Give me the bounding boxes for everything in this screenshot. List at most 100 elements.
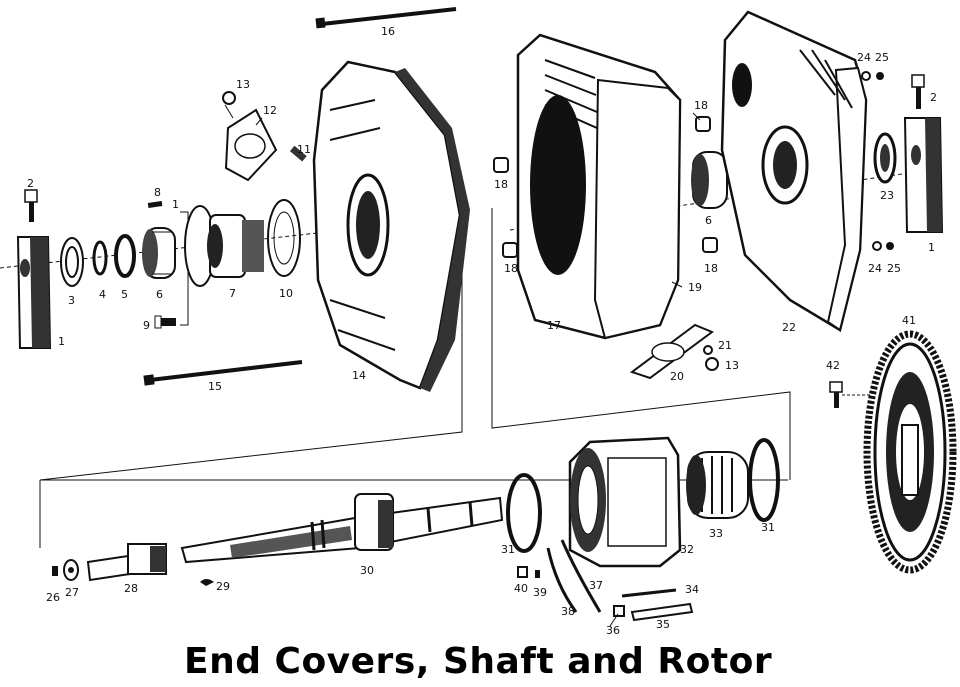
- part-29-key: [200, 579, 214, 586]
- label-36: 36: [606, 624, 620, 637]
- part-8-pin: [147, 201, 163, 208]
- part-4-circlip: [92, 240, 108, 276]
- part-27-nut: [63, 559, 79, 581]
- label-41: 41: [902, 314, 916, 327]
- label-22: 22: [782, 321, 796, 334]
- part-9-screw: [154, 315, 176, 329]
- part-15-long-bolt: [143, 360, 303, 386]
- part-34-vane: [621, 588, 677, 598]
- part-35-vane: [630, 602, 694, 622]
- label-2: 2: [930, 91, 937, 104]
- label-18: 18: [704, 262, 718, 275]
- part-14-end-cover-left: [312, 60, 470, 392]
- label-26: 26: [46, 591, 60, 604]
- part-7-bearing-flange: [184, 205, 264, 287]
- label-3: 3: [68, 294, 75, 307]
- part-10-gasket: [267, 199, 301, 277]
- label-35: 35: [656, 618, 670, 631]
- part-40-pin: [517, 566, 528, 578]
- label-9: 9: [143, 319, 150, 332]
- label-33: 33: [709, 527, 723, 540]
- part-21-washer: [703, 345, 713, 355]
- part-2-screw-right: [911, 74, 925, 109]
- label-39: 39: [533, 586, 547, 599]
- label-20: 20: [670, 370, 684, 383]
- label-28: 28: [124, 582, 138, 595]
- label-30: 30: [360, 564, 374, 577]
- label-27: 27: [65, 586, 79, 599]
- part-6-roller-bearing-right: [691, 151, 728, 209]
- part-5-ring: [114, 234, 136, 278]
- label-1: 1: [172, 198, 179, 211]
- label-7: 7: [229, 287, 236, 300]
- label-32: 32: [680, 543, 694, 556]
- label-19: 19: [688, 281, 702, 294]
- label-37: 37: [589, 579, 603, 592]
- label-25: 25: [887, 262, 901, 275]
- label-31: 31: [501, 543, 515, 556]
- label-6: 6: [156, 288, 163, 301]
- part-20-gasket: [629, 323, 715, 380]
- part-1-mounting-block-right: [903, 117, 944, 233]
- part-23-seal: [873, 132, 897, 184]
- part-37-spring: [560, 539, 602, 613]
- label-34: 34: [685, 583, 699, 596]
- part-24-washer-top: [861, 71, 871, 81]
- label-13: 13: [236, 78, 250, 91]
- part-38-spring: [546, 547, 578, 613]
- part-25-nut-top: [876, 72, 884, 80]
- label-8: 8: [154, 186, 161, 199]
- label-40: 40: [514, 582, 528, 595]
- part-18-dowel-1: [493, 157, 509, 173]
- label-14: 14: [352, 369, 366, 382]
- part-22-end-cover-right: [720, 10, 868, 332]
- part-11-pin: [289, 145, 307, 162]
- label-6: 6: [705, 214, 712, 227]
- part-number-labels: 1 1 1 2 2 3 4 5 6 6 7 8 9 10 11 12 13 13…: [27, 25, 937, 637]
- part-24-washer-bottom: [872, 241, 882, 251]
- part-32-rotor-drum: [568, 436, 682, 568]
- label-24: 24: [857, 51, 871, 64]
- part-3-seal: [60, 237, 84, 287]
- part-13-nut-bottom: [705, 357, 719, 371]
- label-13: 13: [725, 359, 739, 372]
- part-31-circlip-right: [748, 438, 780, 522]
- part-36-block: [613, 605, 625, 617]
- label-31: 31: [761, 521, 775, 534]
- label-29: 29: [216, 580, 230, 593]
- label-10: 10: [279, 287, 293, 300]
- label-16: 16: [381, 25, 395, 38]
- part-2-screw-left: [24, 189, 38, 222]
- label-15: 15: [208, 380, 222, 393]
- label-11: 11: [297, 143, 311, 156]
- part-41-rotor-gear: [863, 330, 957, 574]
- leader-lines: [224, 104, 870, 627]
- part-17-housing-center: [516, 33, 682, 340]
- label-12: 12: [263, 104, 277, 117]
- part-42-bolt: [829, 381, 843, 408]
- label-17: 17: [547, 319, 561, 332]
- part-13-nut-top: [222, 91, 236, 105]
- part-1-mounting-block-left: [16, 236, 52, 349]
- label-4: 4: [99, 288, 106, 301]
- label-1: 1: [928, 241, 935, 254]
- part-31-circlip-left: [506, 473, 542, 553]
- label-23: 23: [880, 189, 894, 202]
- part-16-long-bolt: [315, 7, 457, 29]
- label-42: 42: [826, 359, 840, 372]
- part-30-main-shaft: [180, 493, 504, 564]
- label-1: 1: [58, 335, 65, 348]
- part-18-dowel-3: [695, 116, 711, 132]
- label-2: 2: [27, 177, 34, 190]
- part-25-nut-bottom: [886, 242, 894, 250]
- part-33-roller-cage: [686, 451, 749, 519]
- label-25: 25: [875, 51, 889, 64]
- part-18-dowel-4: [702, 237, 718, 253]
- label-24: 24: [868, 262, 882, 275]
- label-21: 21: [718, 339, 732, 352]
- part-39-pin: [535, 570, 540, 578]
- part-18-dowel-2: [502, 242, 518, 258]
- label-5: 5: [121, 288, 128, 301]
- part-28-shaft-coupling: [86, 543, 167, 582]
